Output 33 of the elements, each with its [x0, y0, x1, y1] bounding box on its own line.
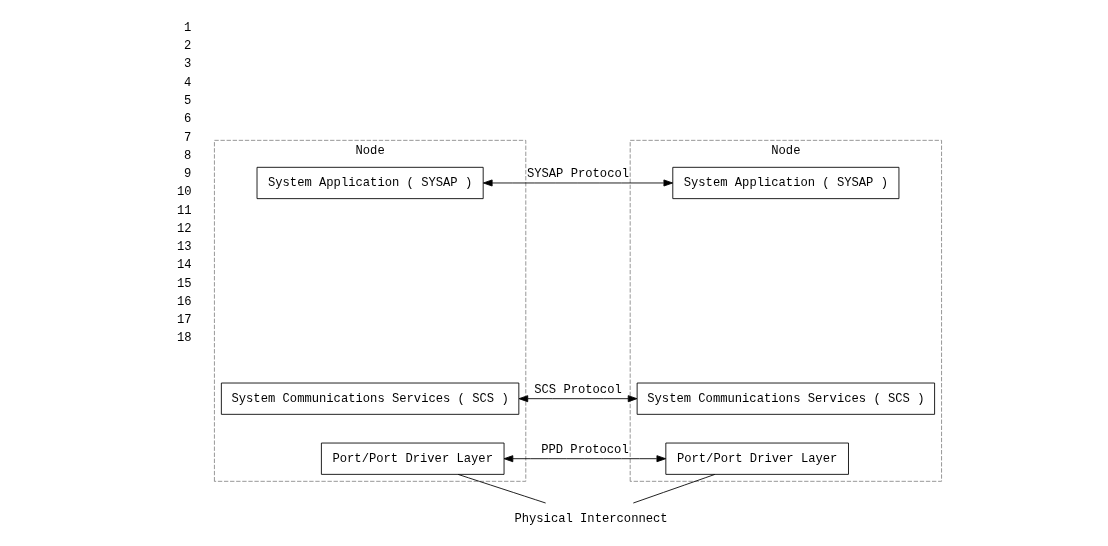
label: 2	[183, 39, 191, 54]
node-box: System Communications Services ( SCS )	[636, 382, 935, 415]
arrow	[503, 455, 666, 463]
label: 4	[183, 75, 191, 90]
edge-label: SCS Protocol	[533, 382, 622, 397]
label: 1	[183, 20, 191, 35]
node-text: Physical Interconnect	[513, 511, 668, 526]
label: 14	[176, 258, 192, 273]
label: 9	[183, 167, 191, 182]
label: 17	[176, 313, 192, 328]
arrow	[518, 395, 637, 403]
node-box: Port/Port Driver Layer	[320, 442, 504, 475]
label: 10	[176, 185, 192, 200]
label: 18	[176, 331, 192, 346]
label: 13	[176, 240, 192, 255]
label: 16	[176, 294, 192, 309]
connector	[632, 474, 715, 504]
label: 7	[183, 130, 191, 145]
node-box: Port/Port Driver Layer	[664, 442, 849, 475]
label: 11	[176, 203, 192, 218]
edge-label: PPD Protocol	[540, 442, 629, 457]
node-box: System Communications Services ( SCS )	[220, 382, 519, 415]
label: 12	[176, 221, 192, 236]
node-box: System Application ( SYSAP )	[256, 166, 484, 200]
arrow	[482, 179, 673, 187]
label: 15	[176, 276, 192, 291]
connector	[457, 474, 546, 504]
label: 5	[183, 94, 191, 108]
label: 6	[183, 112, 191, 127]
label: 8	[183, 148, 191, 163]
edge-label: SYSAP Protocol	[526, 167, 629, 182]
node-box: System Application ( SYSAP )	[671, 166, 899, 200]
label: 3	[183, 57, 191, 72]
